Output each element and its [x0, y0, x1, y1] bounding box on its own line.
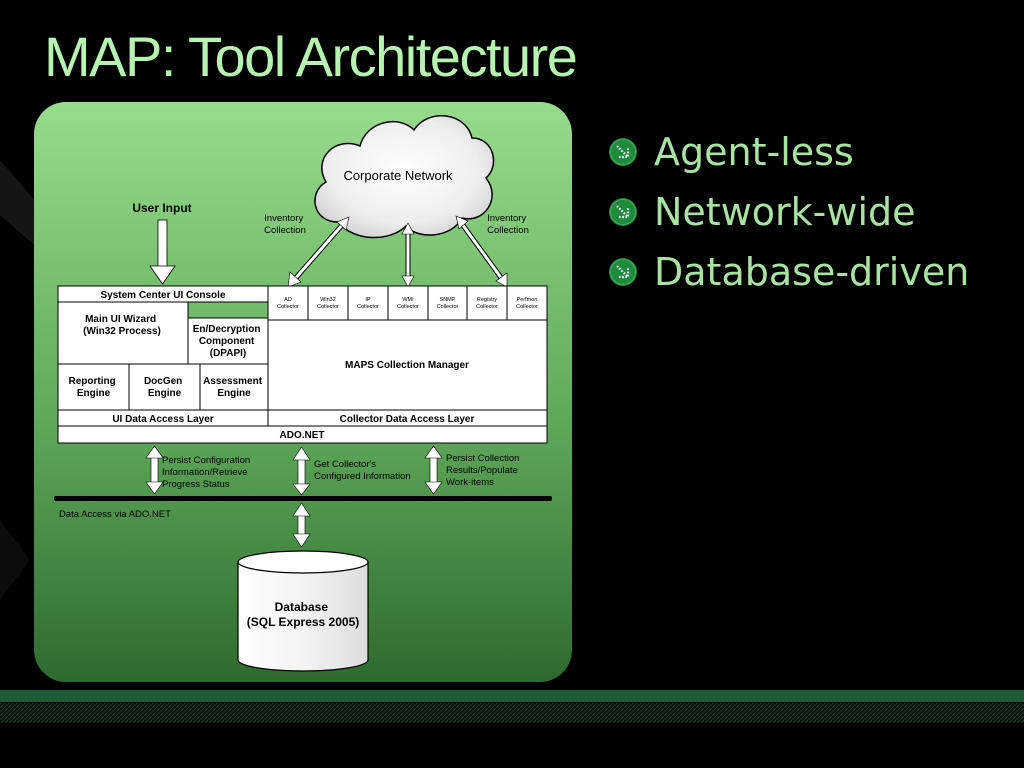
persist-config-text: Persist Configuration Information/Retrie…	[162, 455, 253, 490]
slide-title: MAP: Tool Architecture	[44, 25, 578, 88]
cloud-arrow-left	[287, 216, 350, 288]
bullet-item: Agent-less	[608, 122, 969, 182]
get-collector-arrow	[292, 446, 311, 496]
persist-collection-line-1: Persist Collection	[446, 453, 519, 464]
corporate-network-cloud: Corporate Network	[314, 115, 495, 239]
background-swoosh-lower	[0, 520, 30, 600]
bottom-hatch-band	[0, 703, 1024, 723]
persist-config-line-3: Progress Status	[162, 479, 230, 490]
encryption-line-3: (DPAPI)	[210, 348, 246, 359]
persist-collection-arrow	[424, 445, 443, 495]
assessment-engine-box	[199, 363, 269, 411]
bullet-item: Network-wide	[608, 182, 969, 242]
database-cylinder	[237, 550, 369, 672]
bullet-text: Database-driven	[654, 250, 970, 294]
assessment-engine-label: Assessment Engine	[203, 376, 265, 399]
wizard-line-1: Main UI Wizard	[85, 314, 156, 325]
bullet-item: Database-driven	[608, 242, 969, 302]
inventory-left-line-1: Inventory	[264, 213, 303, 224]
database-arrow	[292, 502, 311, 548]
encryption-component-label: En/Decryption Component (DPAPI)	[193, 324, 264, 359]
reporting-line-2: Engine	[77, 388, 111, 399]
bottom-stripe	[0, 690, 1024, 702]
main-ui-wizard-label: Main UI Wizard (Win32 Process)	[83, 314, 161, 337]
bullet-text: Agent-less	[654, 130, 854, 174]
docgen-engine-box	[128, 363, 201, 411]
docgen-line-2: Engine	[148, 388, 182, 399]
assessment-line-2: Engine	[217, 388, 251, 399]
get-collector-line-2: Configured Information	[314, 471, 411, 482]
reporting-engine-label: Reporting Engine	[69, 376, 119, 399]
arrow-bullet-icon	[609, 138, 637, 166]
inventory-right-line-2: Collection	[487, 225, 529, 236]
persist-collection-line-3: Work-items	[446, 477, 494, 488]
ui-data-access-layer-label: UI Data Access Layer	[112, 414, 213, 425]
database-label: Database (SQL Express 2005)	[247, 600, 360, 629]
inventory-collection-left: Inventory Collection	[264, 213, 306, 236]
collectors-row	[267, 285, 548, 321]
bullet-list: Agent-less Network-wide Database-driven	[608, 122, 969, 302]
docgen-line-1: DocGen	[144, 376, 182, 387]
maps-collection-manager-box	[267, 319, 548, 411]
user-input-label: User Input	[132, 201, 191, 215]
persist-config-line-2: Information/Retrieve	[162, 467, 248, 478]
adonet-box	[57, 425, 548, 444]
wizard-line-2: (Win32 Process)	[83, 326, 161, 337]
cloud-label: Corporate Network	[343, 168, 453, 183]
inventory-collection-right: Inventory Collection	[487, 213, 529, 236]
reporting-line-1: Reporting	[69, 376, 116, 387]
inventory-right-line-1: Inventory	[487, 213, 526, 224]
persist-config-line-1: Persist Configuration	[162, 455, 250, 466]
persist-collection-text: Persist Collection Results/Populate Work…	[446, 453, 522, 488]
inventory-left-line-2: Collection	[264, 225, 306, 236]
data-access-label: Data Access via ADO.NET	[59, 509, 171, 520]
database-line-1: Database	[275, 600, 329, 614]
adonet-label: ADO.NET	[280, 430, 325, 441]
arrow-bullet-icon	[609, 258, 637, 286]
data-access-bar	[54, 496, 552, 501]
encryption-line-1: En/Decryption	[193, 324, 261, 335]
arrow-bullet-icon	[609, 198, 637, 226]
database-line-2: (SQL Express 2005)	[247, 615, 360, 629]
persist-config-arrow	[145, 445, 164, 495]
encryption-line-2: Component	[199, 336, 255, 347]
reporting-engine-box	[57, 363, 130, 411]
docgen-engine-label: DocGen Engine	[144, 376, 185, 399]
assessment-line-1: Assessment	[203, 376, 263, 387]
get-collector-text: Get Collector's Configured Information	[314, 459, 411, 482]
get-collector-line-1: Get Collector's	[314, 459, 376, 470]
persist-collection-line-2: Results/Populate	[446, 465, 518, 476]
user-input-arrow	[149, 219, 176, 285]
bullet-text: Network-wide	[654, 190, 916, 234]
system-center-console-label: System Center UI Console	[100, 290, 225, 301]
collector-data-access-layer-label: Collector Data Access Layer	[340, 414, 475, 425]
cloud-arrow-center	[401, 222, 415, 288]
cloud-arrow-right	[455, 215, 508, 288]
maps-collection-manager-label: MAPS Collection Manager	[345, 360, 469, 371]
